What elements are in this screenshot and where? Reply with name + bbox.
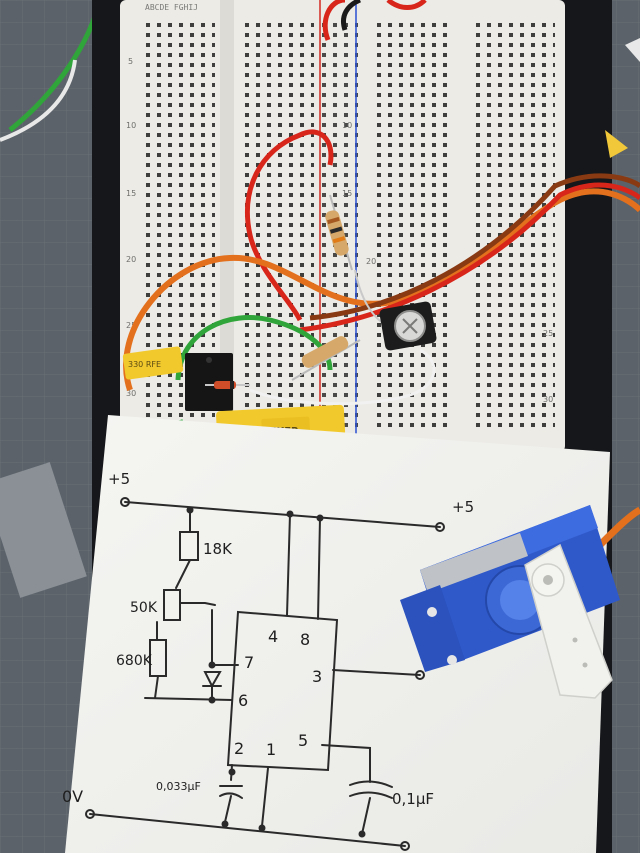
resistor-vertical [325, 194, 353, 271]
row-number: 5 [128, 57, 133, 66]
schematic-paper [65, 415, 610, 853]
row-number: 20 [366, 257, 376, 266]
red-wire-top-right [386, 0, 427, 10]
red-wire-top [322, 0, 346, 41]
label-plus5-left: +5 [108, 470, 130, 488]
ic-pin-4-label: 4 [268, 627, 278, 646]
label-plus5-right: +5 [452, 498, 474, 516]
ic-notch [206, 357, 212, 363]
metal-ruler [0, 462, 87, 598]
row-number: 25 [126, 321, 136, 330]
label-cap2: 0,1µF [392, 790, 434, 808]
row-number: 30 [126, 389, 136, 398]
row-number: 20 [126, 255, 136, 264]
ic-pin-8-label: 8 [300, 630, 310, 649]
ic-pin-7-label: 7 [244, 653, 254, 672]
scrap-triangle [605, 130, 628, 158]
servo-motor [400, 505, 640, 699]
schematic-drawing [89, 501, 441, 847]
servo-cable [597, 506, 640, 548]
black-wire-top [341, 0, 362, 31]
capacitor-yellow-small: 330 RFE [122, 346, 184, 380]
scrap-triangle [625, 38, 640, 62]
white-wire [249, 348, 436, 406]
row-number: 10 [126, 121, 136, 130]
trimmer-potentiometer [379, 301, 437, 351]
row-number: 30 [543, 395, 553, 404]
label-r1: 18K [203, 540, 233, 558]
row-number: 15 [342, 189, 352, 198]
label-r2: 680K [116, 653, 153, 669]
resistor-horizontal [291, 336, 361, 381]
label-cap1: 0,033µF [156, 780, 201, 793]
diode [205, 381, 250, 389]
ic-pin-5-label: 5 [298, 731, 308, 750]
loose-white-wire [0, 59, 77, 142]
schematic-junctions [85, 497, 445, 851]
servo-red-wire [299, 182, 640, 333]
label-pot: 50K [130, 600, 158, 616]
capacitor-small-label: 330 RFE [128, 360, 161, 369]
breadboard-terminal-right [370, 20, 450, 430]
red-jumper-wire [244, 129, 334, 322]
ic-pin-2-label: 2 [234, 739, 244, 758]
ic-555-chip [185, 353, 233, 411]
row-number: 10 [342, 121, 352, 130]
row-number: 25 [543, 329, 553, 338]
ic-pin-3-label: 3 [312, 667, 322, 686]
breadboard-center-channel [220, 0, 234, 452]
ic-pin-1-label: 1 [266, 740, 276, 759]
label-zero-volt: 0V [62, 787, 83, 806]
breadboard-column-letters: ABCDE FGHIJ [145, 3, 198, 12]
row-number: 15 [126, 189, 136, 198]
ic-pin-6-label: 6 [238, 691, 248, 710]
